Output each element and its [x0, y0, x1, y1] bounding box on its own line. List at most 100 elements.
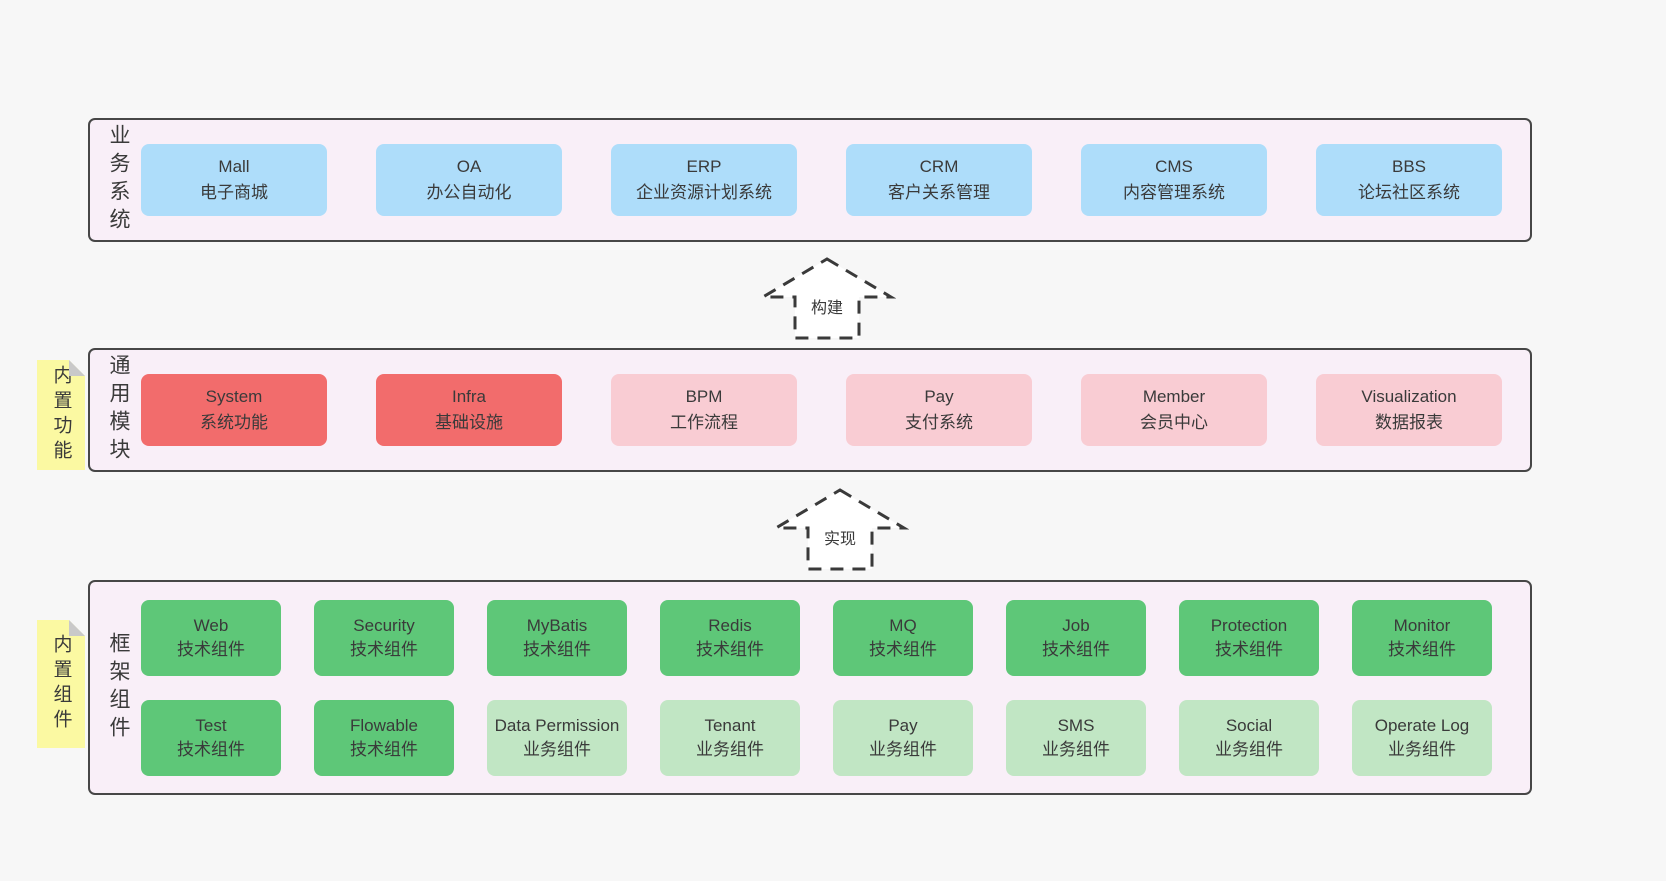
box-desc: 技术组件 — [177, 639, 245, 659]
band-label-framework-components: 框架组件 — [107, 631, 130, 744]
band-label-business-systems: 业务系统 — [107, 124, 130, 236]
box-desc: 技术组件 — [696, 639, 764, 659]
box-desc: 基础设施 — [435, 413, 503, 432]
box-name: Infra — [451, 386, 487, 406]
box-flowable: Flowable 技术组件 — [314, 699, 454, 776]
box-name: Operate Log — [1374, 715, 1470, 735]
box-desc: 业务组件 — [1388, 739, 1456, 759]
box-name: OA — [456, 156, 482, 176]
box-social: Social 业务组件 — [1179, 699, 1319, 776]
sticky-tag-built-in-components: 内置组件 — [37, 620, 85, 748]
box-name: System — [205, 386, 263, 406]
box-name: Flowable — [349, 715, 419, 735]
box-name: MyBatis — [526, 615, 588, 635]
box-name: ERP — [686, 156, 722, 176]
box-desc: 系统功能 — [200, 413, 268, 432]
box-desc: 电子商城 — [200, 183, 268, 202]
sticky-tag-label: 内置功能 — [50, 365, 72, 465]
arrow-implement-label: 实现 — [819, 525, 861, 549]
box-erp: ERP 企业资源计划系统 — [611, 144, 797, 216]
box-desc: 技术组件 — [350, 739, 418, 759]
box-mybatis: MyBatis 技术组件 — [487, 599, 627, 676]
box-desc: 业务组件 — [523, 739, 591, 759]
sticky-tag-label: 内置组件 — [50, 634, 72, 734]
box-desc: 支付系统 — [905, 413, 973, 432]
box-infra: Infra 基础设施 — [376, 374, 562, 446]
box-protection: Protection 技术组件 — [1179, 599, 1319, 676]
box-name: CMS — [1155, 156, 1193, 176]
box-desc: 工作流程 — [670, 413, 738, 432]
box-name: BBS — [1391, 156, 1427, 176]
box-desc: 办公自动化 — [426, 183, 512, 202]
box-name: Pay — [888, 715, 918, 735]
box-data-permission: Data Permission 业务组件 — [487, 699, 627, 776]
box-desc: 技术组件 — [1042, 639, 1110, 659]
box-desc: 业务组件 — [1042, 739, 1110, 759]
box-name: Tenant — [704, 715, 756, 735]
arrow-build-label: 构建 — [806, 294, 848, 318]
box-name: Security — [353, 615, 415, 635]
box-name: Web — [193, 615, 229, 635]
box-name: Protection — [1210, 615, 1288, 635]
box-name: Visualization — [1361, 386, 1457, 406]
box-web: Web 技术组件 — [141, 599, 281, 676]
box-name: Redis — [708, 615, 752, 635]
box-name: Pay — [924, 386, 954, 406]
box-desc: 业务组件 — [1215, 739, 1283, 759]
box-visualization: Visualization 数据报表 — [1316, 374, 1502, 446]
box-name: MQ — [889, 615, 917, 635]
business-boxes-row: Mall 电子商城 OA 办公自动化 ERP 企业资源计划系统 CRM 客户关系… — [141, 144, 1502, 216]
box-security: Security 技术组件 — [314, 599, 454, 676]
box-job: Job 技术组件 — [1006, 599, 1146, 676]
box-system: System 系统功能 — [141, 374, 327, 446]
band-label-common-modules: 通用模块 — [107, 354, 130, 466]
box-test: Test 技术组件 — [141, 699, 281, 776]
framework-boxes-grid: Web 技术组件 Security 技术组件 MyBatis 技术组件 Redi… — [141, 599, 1492, 776]
box-desc: 技术组件 — [350, 639, 418, 659]
box-desc: 业务组件 — [696, 739, 764, 759]
box-desc: 业务组件 — [869, 739, 937, 759]
box-desc: 客户关系管理 — [888, 183, 990, 202]
box-name: Test — [195, 715, 227, 735]
box-monitor: Monitor 技术组件 — [1352, 599, 1492, 676]
box-mq: MQ 技术组件 — [833, 599, 973, 676]
box-desc: 企业资源计划系统 — [636, 183, 772, 202]
box-desc: 会员中心 — [1140, 413, 1208, 432]
box-sms: SMS 业务组件 — [1006, 699, 1146, 776]
box-name: Member — [1142, 386, 1206, 406]
box-desc: 技术组件 — [1388, 639, 1456, 659]
band-common-modules: 通用模块 System 系统功能 Infra 基础设施 BPM 工作流程 Pay… — [88, 348, 1532, 472]
arrow-build: 构建 — [758, 256, 896, 342]
box-mall: Mall 电子商城 — [141, 144, 327, 216]
box-desc: 论坛社区系统 — [1358, 183, 1460, 202]
band-business-systems: 业务系统 Mall 电子商城 OA 办公自动化 ERP 企业资源计划系统 CRM… — [88, 118, 1532, 242]
box-member: Member 会员中心 — [1081, 374, 1267, 446]
box-pay-component: Pay 业务组件 — [833, 699, 973, 776]
box-pay: Pay 支付系统 — [846, 374, 1032, 446]
box-name: BPM — [685, 386, 723, 406]
box-bpm: BPM 工作流程 — [611, 374, 797, 446]
box-bbs: BBS 论坛社区系统 — [1316, 144, 1502, 216]
band-framework-components: 框架组件 Web 技术组件 Security 技术组件 MyBatis 技术组件… — [88, 580, 1532, 795]
module-boxes-row: System 系统功能 Infra 基础设施 BPM 工作流程 Pay 支付系统… — [141, 374, 1502, 446]
sticky-tag-built-in-features: 内置功能 — [37, 360, 85, 470]
box-desc: 内容管理系统 — [1123, 183, 1225, 202]
box-name: Job — [1062, 615, 1090, 635]
box-oa: OA 办公自动化 — [376, 144, 562, 216]
box-name: SMS — [1057, 715, 1095, 735]
box-desc: 技术组件 — [1215, 639, 1283, 659]
box-name: Mall — [218, 156, 250, 176]
box-crm: CRM 客户关系管理 — [846, 144, 1032, 216]
box-name: Social — [1225, 715, 1273, 735]
box-name: Monitor — [1393, 615, 1451, 635]
box-desc: 技术组件 — [177, 739, 245, 759]
box-desc: 技术组件 — [523, 639, 591, 659]
box-name: CRM — [919, 156, 959, 176]
box-redis: Redis 技术组件 — [660, 599, 800, 676]
arrow-implement: 实现 — [771, 487, 909, 573]
box-name: Data Permission — [494, 715, 620, 735]
box-cms: CMS 内容管理系统 — [1081, 144, 1267, 216]
box-desc: 数据报表 — [1375, 413, 1443, 432]
box-operate-log: Operate Log 业务组件 — [1352, 699, 1492, 776]
box-tenant: Tenant 业务组件 — [660, 699, 800, 776]
